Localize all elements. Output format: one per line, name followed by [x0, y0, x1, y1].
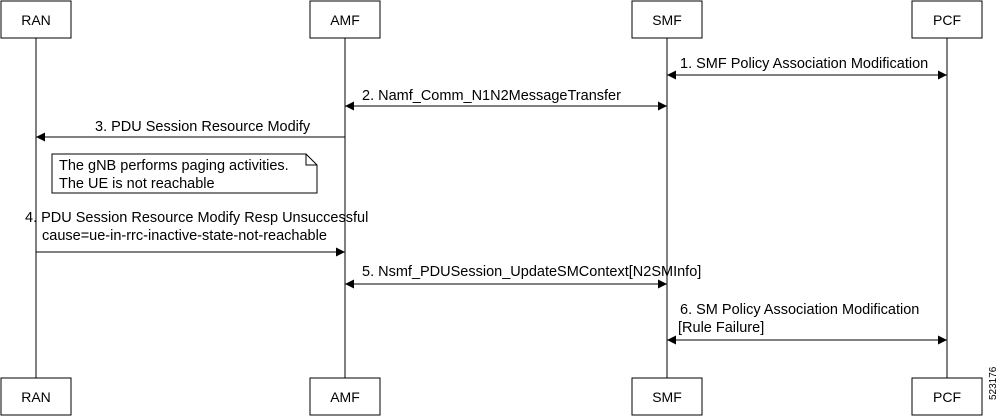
participant-smf-bottom: SMF — [631, 377, 703, 416]
participant-label: AMF — [330, 389, 360, 405]
participant-pcf-bottom: PCF — [911, 377, 983, 416]
message-5-label: 5. Nsmf_PDUSession_UpdateSMContext[N2SMI… — [362, 264, 701, 280]
message-1-label: 1. SMF Policy Association Modification — [680, 56, 928, 72]
message-4-label-line-2: cause=ue-in-rrc-inactive-state-not-reach… — [42, 228, 327, 244]
participant-label: AMF — [330, 12, 360, 28]
participant-label: RAN — [21, 389, 51, 405]
message-6-label-line-1: 6. SM Policy Association Modification — [680, 302, 919, 318]
participant-label: SMF — [652, 12, 682, 28]
message-3-label: 3. PDU Session Resource Modify — [95, 119, 311, 135]
participant-ran-top: RAN — [0, 0, 72, 39]
note-line-1: The gNB performs paging activities. — [59, 158, 289, 174]
participant-label: RAN — [21, 12, 51, 28]
note-line-2: The UE is not reachable — [59, 176, 215, 192]
participant-amf-top: AMF — [309, 0, 381, 39]
participant-label: PCF — [933, 12, 961, 28]
participant-pcf-top: PCF — [911, 0, 983, 39]
note-box: The gNB performs paging activities. The … — [51, 153, 318, 194]
participant-amf-bottom: AMF — [309, 377, 381, 416]
figure-id: 523176 — [988, 366, 999, 400]
participant-label: PCF — [933, 389, 961, 405]
message-2-label: 2. Namf_Comm_N1N2MessageTransfer — [362, 88, 621, 104]
message-6-label-line-2: [Rule Failure] — [678, 320, 764, 336]
participant-ran-bottom: RAN — [0, 377, 72, 416]
message-4-label-line-1: 4. PDU Session Resource Modify Resp Unsu… — [25, 210, 368, 226]
participant-label: SMF — [652, 389, 682, 405]
participant-smf-top: SMF — [631, 0, 703, 39]
